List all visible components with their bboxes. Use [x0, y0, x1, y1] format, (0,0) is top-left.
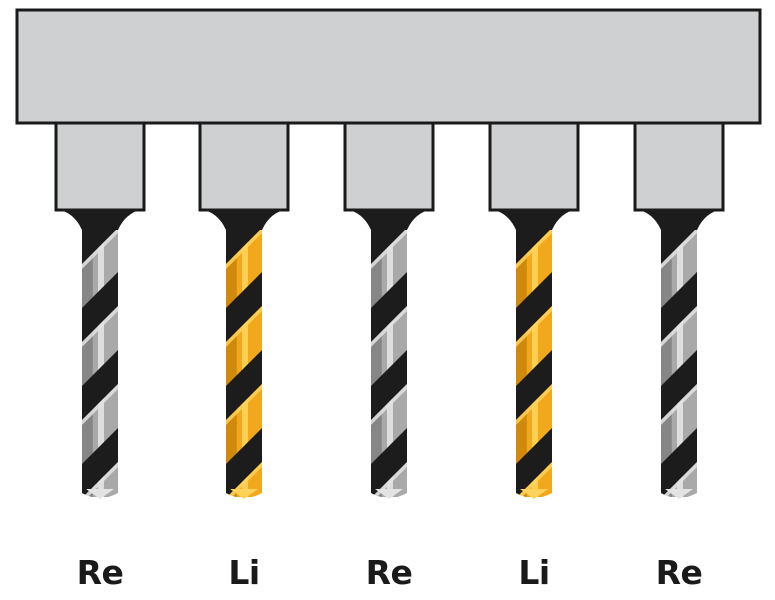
drill-flute — [82, 230, 118, 268]
drill-shank — [633, 121, 725, 212]
drill-1 — [54, 121, 146, 499]
drill-taper — [635, 209, 723, 230]
drill-label-5: Re — [655, 553, 703, 592]
drill-4 — [488, 121, 580, 499]
drill-2 — [198, 121, 290, 499]
drill-3 — [343, 121, 435, 499]
drill-flute — [661, 230, 697, 268]
drill-flute — [516, 424, 552, 498]
drill-flute — [661, 346, 697, 424]
drill-flute — [371, 346, 407, 424]
drill-flute — [371, 230, 407, 268]
drill-flute — [516, 230, 552, 268]
drill-shank — [54, 121, 146, 212]
drill-label-1: Re — [76, 553, 124, 592]
drill-label-4: Li — [518, 553, 550, 592]
drill-bit — [661, 230, 697, 498]
drill-flute — [661, 424, 697, 498]
tool-holder-group — [15, 8, 762, 125]
holder-bar — [15, 8, 762, 125]
drill-bit — [371, 230, 407, 498]
drill-label-3: Re — [365, 553, 413, 592]
drill-taper — [200, 209, 288, 230]
drill-bit — [82, 230, 118, 498]
drill-flute — [661, 268, 697, 346]
drill-tip — [230, 489, 258, 499]
drill-flute — [226, 424, 262, 498]
drills-group — [54, 121, 725, 499]
drill-taper — [56, 209, 144, 230]
drill-shank — [198, 121, 290, 212]
drill-taper — [345, 209, 433, 230]
drill-shank — [488, 121, 580, 212]
drill-shank — [343, 121, 435, 212]
drill-bit — [226, 230, 262, 498]
drill-tip — [665, 489, 693, 499]
drill-tip — [520, 489, 548, 499]
drill-taper — [490, 209, 578, 230]
drill-label-2: Li — [228, 553, 260, 592]
drill-5 — [633, 121, 725, 499]
drill-flute — [371, 268, 407, 346]
drill-bit — [516, 230, 552, 498]
drill-tip — [375, 489, 403, 499]
drill-flute — [82, 346, 118, 424]
drill-flute — [516, 346, 552, 424]
drill-flute — [516, 268, 552, 346]
drill-flute — [371, 424, 407, 498]
drill-flute — [226, 346, 262, 424]
drill-tip — [86, 489, 114, 499]
drill-flute — [82, 424, 118, 498]
drill-flute — [226, 230, 262, 268]
drill-flute — [226, 268, 262, 346]
drill-flute — [82, 268, 118, 346]
